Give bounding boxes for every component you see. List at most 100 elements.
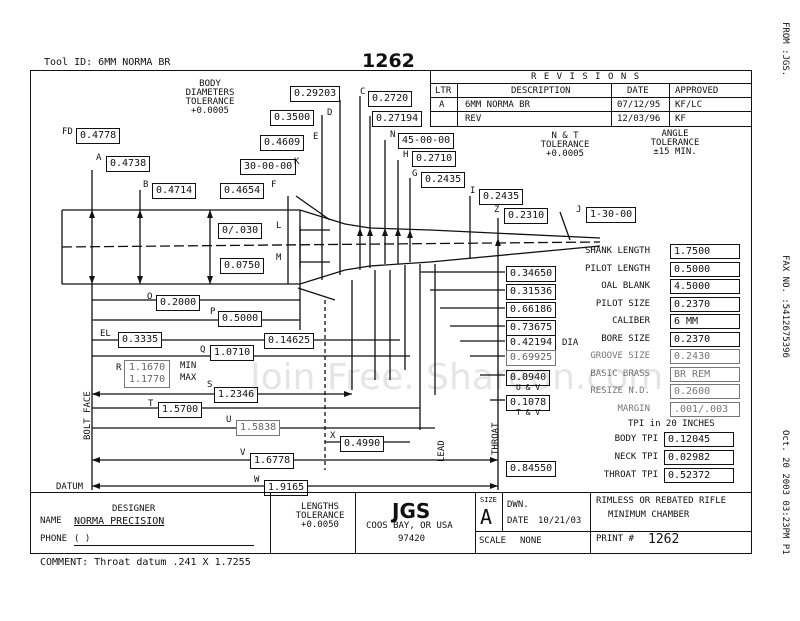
designer-heading: DESIGNER [112,504,156,514]
title-block: DESIGNER NAME NORMA PRECISION PHONE ( ) … [30,492,752,553]
letter-p: P [210,307,216,317]
letter-i: I [470,186,476,196]
spec-value: .001/.003 [670,401,740,417]
company-name: JGS [392,499,431,523]
dim-l: 0/.030 [218,223,263,239]
rev-row1-date: 07/12/95 [617,100,661,110]
revisions-title: R E V I S I O N S [531,72,641,82]
dim-i: 0.2435 [479,189,524,205]
letter-t: T [148,399,154,409]
tpi-label: BODY TPI [614,434,658,444]
letter-fd: FD [62,127,73,137]
label-uv: U & V [516,383,541,392]
letter-f: F [271,180,277,190]
dim-u: 1.5838 [236,420,281,436]
size-value: A [480,505,493,529]
scale-value: NONE [520,536,542,546]
rev-header-date: DATE [627,86,649,96]
tpi-value: 0.12045 [664,432,734,447]
dim-h: 0.2710 [412,151,457,167]
spec-label: GROOVE SIZE [590,351,650,361]
tpi-value: 0.02982 [664,450,734,465]
desc-line1: RIMLESS OR REBATED RIFLE [596,496,727,506]
dim-d7: 0.0940 [506,370,551,386]
dim-d1: 0.34650 [506,266,557,282]
scale-label: SCALE [479,536,507,546]
dim-d: 0.3500 [270,110,315,126]
rev-row1-appr: KF/LC [675,100,703,110]
dim-c: 0.2720 [368,91,413,107]
spec-value: 0.2370 [670,296,740,312]
letter-el: EL [100,329,111,339]
dim-e: 0.4609 [260,135,305,151]
tool-id: Tool ID: 6MM NORMA BR [44,57,171,68]
dim-o: 0.2000 [156,295,201,311]
phone-value: ( ) [74,534,91,544]
dim-s: 1.2346 [214,387,259,403]
rev-row1-ltr: A [439,100,445,110]
spec-value: 0.5000 [670,261,740,277]
letter-z: Z [494,205,500,215]
spec-label: OAL BLANK [601,281,650,291]
letter-n: N [390,130,396,140]
date-label: DATE [507,516,529,526]
spec-value: 0.2430 [670,349,740,364]
letter-b: B [143,180,149,190]
dim-d6: 0.69925 [506,350,557,366]
letter-g: G [412,169,418,179]
dim-d8: 0.1078 [506,395,551,411]
dim-b: 0.4714 [152,183,197,199]
date-value: 10/21/03 [538,516,582,526]
spec-label: RESIZE N.D. [590,386,650,396]
tpi-heading: TPI in 20 INCHES [628,419,715,429]
datum-label: DATUM [56,482,84,492]
size-label: SIZE [480,496,497,504]
dwn-label: DWN. [507,500,529,510]
spec-label: PILOT LENGTH [584,263,650,274]
spec-value: 4.5000 [670,279,740,294]
spec-label: MARGIN [617,403,650,414]
dim-a: 0.4738 [106,156,151,172]
dim-d4: 0.73675 [506,320,557,336]
dim-z: 0.2310 [504,208,549,224]
letter-l: L [276,221,282,231]
label-max: MAX [180,373,197,383]
bolt-face-label: BOLT FACE [83,391,93,440]
print-label: PRINT # [596,534,634,544]
spec-label: SHANK LENGTH [584,246,650,256]
spec-value: 0.2370 [670,331,740,347]
letter-k: K [294,157,300,167]
dim-n: 45-00-00 [398,133,455,149]
dim-top: 0.29203 [290,86,341,102]
rev-header-approved: APPROVED [675,86,719,96]
letter-a: A [96,153,102,163]
revisions-table: R E V I S I O N S LTR DESCRIPTION DATE A… [430,70,751,127]
dim-p: 0.5000 [218,311,263,327]
rev-row2-date: 12/03/96 [617,114,661,124]
letter-s: S [207,380,213,390]
letter-o: O [147,292,153,302]
tpi-label: NECK TPI [614,452,658,462]
dim-c2: 0.27194 [372,111,423,127]
label-min: MIN [180,361,197,371]
letter-r: R [116,363,122,373]
rev-header-desc: DESCRIPTION [511,86,571,96]
letter-e: E [313,132,319,142]
dim-q: 1.0710 [210,345,255,361]
name-label: NAME [40,516,62,526]
spec-label: BORE SIZE [601,333,650,344]
spec-value: BR REM [670,366,740,382]
letter-m: M [276,253,282,263]
letter-u: U [226,415,232,425]
throat-label: THROAT [491,422,501,455]
company-zip: 97420 [398,534,426,544]
dim-d9: 0.84550 [506,461,557,477]
dim-v: 1.6778 [250,453,295,469]
spec-label: CALIBER [612,316,650,326]
